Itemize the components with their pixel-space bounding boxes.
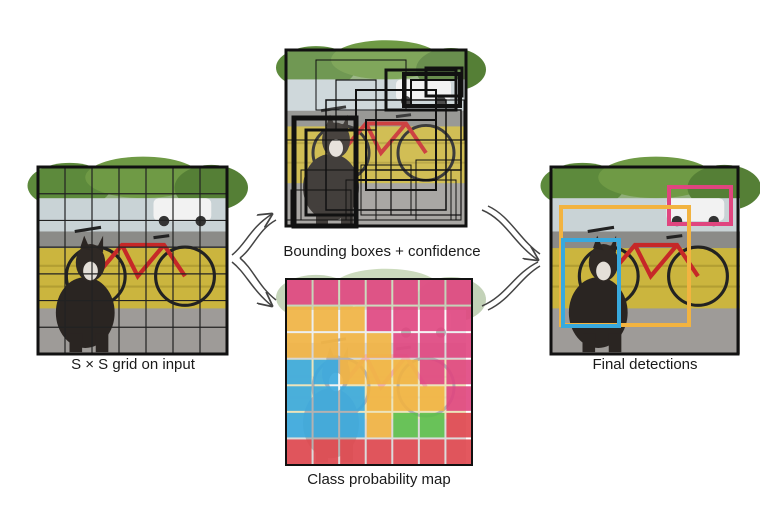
class-cell <box>367 386 392 411</box>
class-cell <box>420 413 445 438</box>
class-cell <box>287 413 312 438</box>
class-cell <box>314 439 339 464</box>
class-cell <box>314 307 339 332</box>
class-cell <box>420 280 445 305</box>
class-cell <box>393 439 418 464</box>
class-cell <box>367 280 392 305</box>
class-cell <box>340 280 365 305</box>
bounding-boxes-panel <box>276 40 486 226</box>
class-cell <box>367 413 392 438</box>
class-cell <box>393 386 418 411</box>
class-cell <box>287 307 312 332</box>
class-cell <box>287 386 312 411</box>
class-cell <box>367 439 392 464</box>
class-cell <box>340 413 365 438</box>
class-cell <box>393 413 418 438</box>
class-cell <box>420 439 445 464</box>
class-cell <box>446 280 471 305</box>
class-cell <box>367 333 392 358</box>
class-cell <box>287 439 312 464</box>
class-cell <box>314 280 339 305</box>
class-cell <box>446 386 471 411</box>
caption-final-detections: Final detections <box>550 356 740 373</box>
class-cell <box>287 333 312 358</box>
class-cell <box>340 439 365 464</box>
class-cell <box>367 360 392 385</box>
class-cell <box>340 360 365 385</box>
class-cell <box>314 413 339 438</box>
class-cell <box>340 333 365 358</box>
class-cell <box>287 280 312 305</box>
class-cell <box>393 280 418 305</box>
caption-input: S × S grid on input <box>38 356 228 373</box>
class-cell <box>420 333 445 358</box>
class-cell <box>446 307 471 332</box>
class-probability-panel <box>276 269 486 465</box>
class-cell <box>420 307 445 332</box>
class-cell <box>314 360 339 385</box>
arrow-classmap-to-final <box>482 262 540 310</box>
class-cell <box>446 333 471 358</box>
class-cell <box>314 386 339 411</box>
class-cell <box>446 439 471 464</box>
final-detections-panel <box>541 157 760 355</box>
class-probability-cells <box>287 280 471 464</box>
class-cell <box>340 307 365 332</box>
class-cell <box>420 386 445 411</box>
class-cell <box>393 360 418 385</box>
input-image-panel <box>28 157 248 355</box>
class-cell <box>340 386 365 411</box>
class-cell <box>420 360 445 385</box>
class-cell <box>367 307 392 332</box>
class-cell <box>393 307 418 332</box>
class-cell <box>446 413 471 438</box>
class-cell <box>446 360 471 385</box>
arrow-input-to-classmap <box>232 258 276 306</box>
class-cell <box>393 333 418 358</box>
class-cell <box>314 333 339 358</box>
caption-bounding-boxes: Bounding boxes + confidence <box>262 243 502 260</box>
class-cell <box>287 360 312 385</box>
caption-class-probability-map: Class probability map <box>269 471 489 488</box>
